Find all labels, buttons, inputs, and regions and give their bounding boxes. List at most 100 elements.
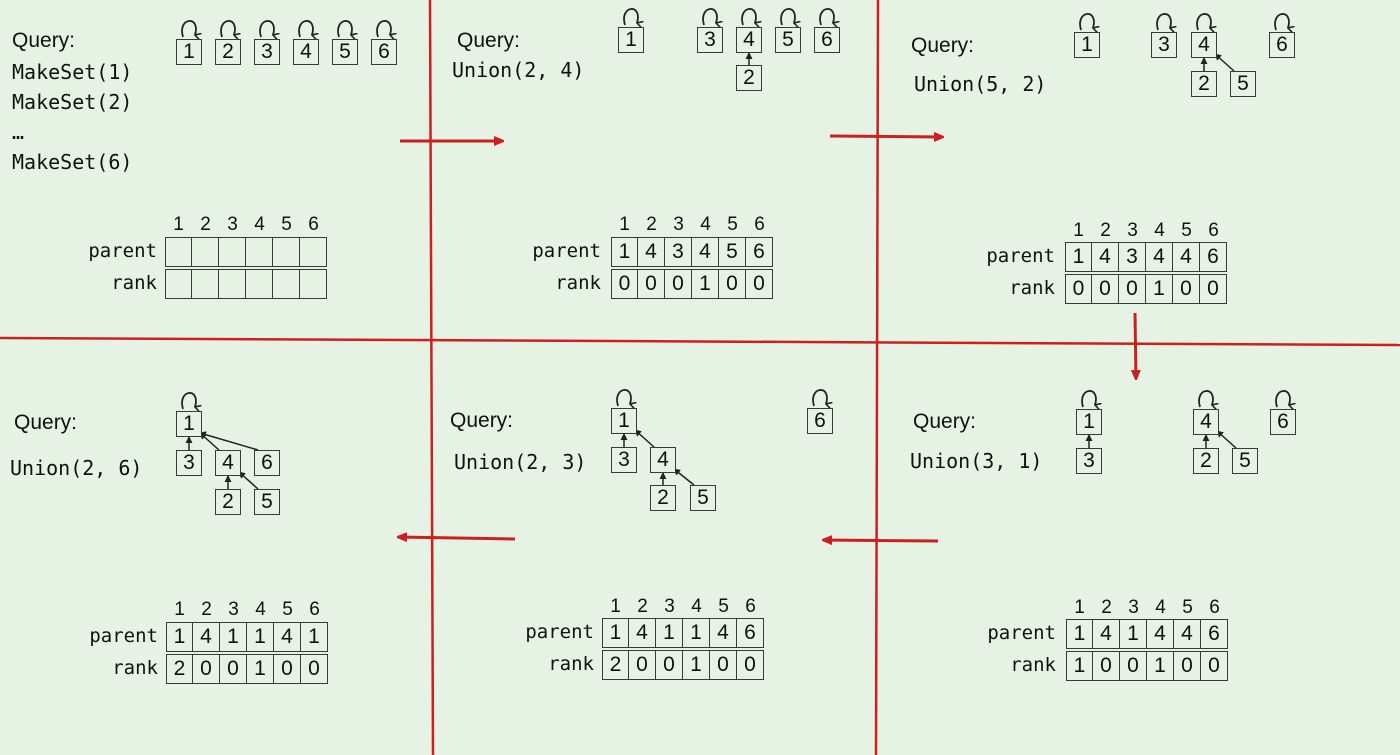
array-index: 1 xyxy=(1074,597,1085,618)
rank-cell: 0 xyxy=(719,269,746,299)
self-loop-edge xyxy=(376,20,391,37)
flow-arrow-4-to-5 xyxy=(823,540,939,541)
parent-label: parent xyxy=(525,621,594,643)
set-node: 2 xyxy=(650,485,676,511)
parent-cell: 3 xyxy=(1119,242,1146,272)
set-node: 4 xyxy=(293,39,319,65)
array-index: 5 xyxy=(727,214,738,235)
array-index: 2 xyxy=(646,214,657,235)
array-index: 5 xyxy=(1182,597,1193,618)
rank-label: rank xyxy=(112,657,158,679)
rank-cell: 0 xyxy=(1200,274,1227,304)
rank-cell xyxy=(246,269,273,299)
parent-cell: 1 xyxy=(602,618,629,648)
parent-cell: 6 xyxy=(1201,619,1228,649)
query-label: Query: xyxy=(14,411,78,434)
parent-edge xyxy=(634,429,655,448)
parent-cell: 4 xyxy=(692,237,719,267)
array-index: 3 xyxy=(664,596,675,617)
parent-cell: 6 xyxy=(737,618,764,648)
flow-arrow-3-to-4 xyxy=(1135,312,1136,379)
query-line: MakeSet(1) xyxy=(12,60,133,84)
set-node: 6 xyxy=(1269,32,1295,58)
array-index: 1 xyxy=(174,599,185,620)
query-label: Query: xyxy=(457,29,521,52)
array-index: 3 xyxy=(673,214,684,235)
rank-cell xyxy=(192,269,219,299)
set-node: 6 xyxy=(807,408,833,434)
parent-cell: 1 xyxy=(683,618,710,648)
array-index: 6 xyxy=(1209,597,1220,618)
array-index: 5 xyxy=(1181,220,1192,241)
parent-edge xyxy=(673,468,695,486)
set-node: 4 xyxy=(1191,32,1217,58)
parent-cell: 6 xyxy=(1200,242,1227,272)
rank-cell: 1 xyxy=(1147,651,1174,681)
rank-cell: 0 xyxy=(1093,651,1120,681)
query-line: Union(2, 6) xyxy=(10,456,143,480)
rank-cell: 0 xyxy=(737,650,764,680)
query-line: Union(5, 2) xyxy=(914,72,1047,96)
array-index: 1 xyxy=(619,214,630,235)
rank-cell: 0 xyxy=(1119,274,1146,304)
array-index: 4 xyxy=(691,596,702,617)
set-node: 1 xyxy=(611,408,637,434)
set-node: 4 xyxy=(1193,409,1219,435)
parent-cell: 4 xyxy=(1174,619,1201,649)
self-loop-edge xyxy=(623,8,638,25)
array-index: 4 xyxy=(700,214,711,235)
array-index: 6 xyxy=(309,599,320,620)
array-index: 3 xyxy=(1127,220,1138,241)
array-index: 4 xyxy=(1154,220,1165,241)
set-node: 6 xyxy=(254,450,280,476)
rank-cell: 0 xyxy=(656,650,683,680)
parent-label: parent xyxy=(987,622,1056,644)
parent-edge xyxy=(238,471,259,490)
self-loop-edge xyxy=(298,20,313,37)
self-loop-edge xyxy=(181,20,196,37)
parent-cell: 4 xyxy=(638,237,665,267)
flow-arrow-5-to-6 xyxy=(398,537,516,539)
array-index: 4 xyxy=(254,214,265,235)
parent-cell xyxy=(273,237,300,267)
array-index: 4 xyxy=(255,599,266,620)
set-node: 2 xyxy=(215,39,241,65)
set-node: 3 xyxy=(1076,448,1102,474)
array-index: 1 xyxy=(1073,220,1084,241)
set-node: 3 xyxy=(1151,32,1177,58)
set-node: 6 xyxy=(1270,409,1296,435)
parent-cell: 4 xyxy=(710,618,737,648)
parent-cell xyxy=(219,237,246,267)
set-node: 5 xyxy=(1230,71,1256,97)
rank-cell: 1 xyxy=(692,269,719,299)
set-node: 2 xyxy=(1193,448,1219,474)
divider-horizontal xyxy=(0,336,1400,347)
rank-cell: 0 xyxy=(1173,274,1200,304)
rank-cell: 0 xyxy=(611,269,638,299)
self-loop-edge xyxy=(259,20,274,37)
rank-cell xyxy=(273,269,300,299)
array-index: 4 xyxy=(1155,597,1166,618)
rank-cell: 0 xyxy=(746,269,773,299)
rank-cell xyxy=(219,269,246,299)
rank-cell: 0 xyxy=(301,654,328,684)
array-index: 6 xyxy=(1208,220,1219,241)
set-node: 3 xyxy=(611,447,637,473)
parent-cell: 1 xyxy=(1065,242,1092,272)
array-index: 6 xyxy=(754,214,765,235)
parent-cell: 3 xyxy=(665,237,692,267)
array-index: 3 xyxy=(1128,597,1139,618)
rank-cell: 2 xyxy=(602,650,629,680)
parent-cell: 1 xyxy=(301,622,328,652)
parent-cell: 1 xyxy=(1066,619,1093,649)
parent-cell xyxy=(192,237,219,267)
rank-cell: 0 xyxy=(1174,651,1201,681)
self-loop-edge xyxy=(1198,390,1213,407)
parent-edge xyxy=(1216,430,1237,449)
query-label: Query: xyxy=(913,410,977,433)
array-index: 1 xyxy=(610,596,621,617)
set-node: 4 xyxy=(215,450,241,476)
rank-label: rank xyxy=(1010,654,1056,676)
rank-cell: 0 xyxy=(1092,274,1119,304)
self-loop-edge xyxy=(337,20,352,37)
